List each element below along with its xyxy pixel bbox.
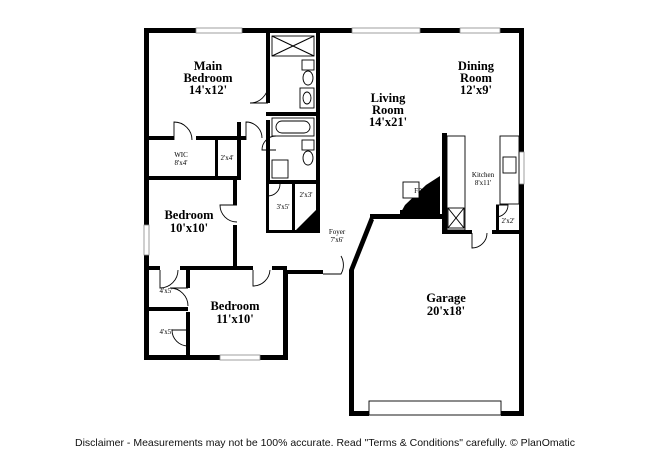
dining-room-name-1: Dining xyxy=(458,59,495,73)
garage-size: 20'x18' xyxy=(427,304,465,318)
kitchen-size: 8'x11' xyxy=(475,179,491,187)
foyer-label: Foyer xyxy=(329,228,346,236)
main-bedroom-name-2: Bedroom xyxy=(183,71,233,85)
living-room-size: 14'x21' xyxy=(369,115,407,129)
bedroom-2-size: 11'x10' xyxy=(216,312,254,326)
closet-4x5-b-size: 4'x5' xyxy=(159,328,172,336)
pantry-size: 2'x2' xyxy=(501,217,514,225)
fireplace-block xyxy=(400,176,440,215)
living-room-name-1: Living xyxy=(371,91,406,105)
room-labels: Main Bedroom 14'x12' WIC 8'x4' 2'x4' Bed… xyxy=(159,59,514,336)
bath-fixtures xyxy=(271,35,315,179)
bedroom-1-size: 10'x10' xyxy=(170,221,208,235)
disclaimer-text: Disclaimer - Measurements may not be 100… xyxy=(75,437,575,449)
main-bedroom-label: Main xyxy=(194,59,223,73)
kitchen-fixtures xyxy=(402,135,520,231)
wic-label: WIC xyxy=(174,151,188,159)
windows xyxy=(143,27,525,361)
garage-label: Garage xyxy=(426,291,466,305)
living-room-name-2: Room xyxy=(372,103,405,117)
kitchen-label: Kitchen xyxy=(472,171,495,179)
foyer-size: 7'x6' xyxy=(330,236,343,244)
main-bedroom-name-1: Main xyxy=(194,59,223,73)
dining-room-size: 12'x9' xyxy=(460,83,492,97)
closet-4x5-a-size: 4'x5' xyxy=(159,287,172,295)
wic-size: 8'x4' xyxy=(174,159,187,167)
bath-3x5-size: 3'x5' xyxy=(276,203,289,211)
garage-door xyxy=(368,400,502,416)
doors xyxy=(159,85,509,347)
bedroom-1-label: Bedroom xyxy=(164,208,214,222)
main-bedroom-size: 14'x12' xyxy=(189,83,227,97)
interior-walls xyxy=(144,33,519,360)
fireplace-label: FP xyxy=(414,187,422,195)
closet-2x3-size: 2'x3' xyxy=(299,191,312,199)
bedroom-2-label: Bedroom xyxy=(210,299,260,313)
water-heater-block xyxy=(296,210,316,230)
dining-room-name-2: Room xyxy=(460,71,493,85)
closet-2x4-size: 2'x4' xyxy=(220,154,233,162)
